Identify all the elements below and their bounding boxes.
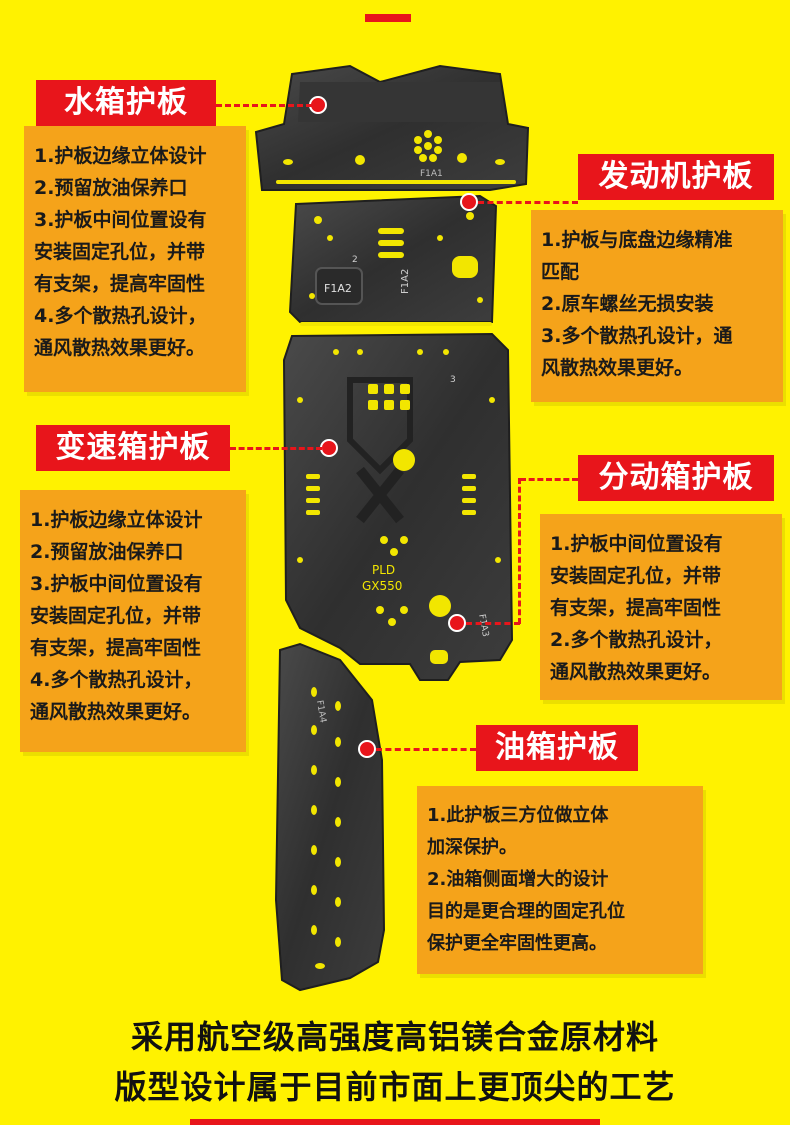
- feature-line: 1.护板边缘立体设计: [34, 145, 207, 167]
- plate2-number: 2: [352, 255, 358, 265]
- transfer-plate-title: 分动箱护板: [578, 455, 774, 501]
- feature-line: 风散热效果更好。: [541, 357, 694, 379]
- engine-plate: [288, 194, 498, 326]
- feature-line: 2.预留放油保养口: [30, 541, 184, 563]
- engine-marker-dot: [460, 193, 478, 211]
- feature-line: 3.护板中间位置设有: [30, 573, 203, 595]
- gearbox-connector: [230, 447, 322, 450]
- feature-line: 1.此护板三方位做立体: [427, 805, 609, 826]
- feature-line: 2.油箱侧面增大的设计: [427, 869, 609, 890]
- feature-line: 1.护板边缘立体设计: [30, 509, 203, 531]
- feature-line: 保护更全牢固性更高。: [427, 933, 607, 954]
- transfer-connector-v: [518, 478, 521, 624]
- gearbox-plate: [282, 332, 514, 681]
- engine-plate-features: 1.护板与底盘边缘精准 匹配 2.原车螺丝无损安装 3.多个散热孔设计，通 风散…: [531, 210, 783, 402]
- top-accent-bar: [365, 14, 411, 22]
- plate4-code: F1A4: [314, 699, 328, 723]
- feature-line: 加深保护。: [427, 837, 517, 858]
- feature-line: 3.多个散热孔设计，通: [541, 325, 733, 347]
- transfer-connector-h2: [466, 622, 520, 625]
- engine-plate-title: 发动机护板: [578, 154, 774, 200]
- feature-line: 2.原车螺丝无损安装: [541, 293, 714, 315]
- feature-line: 有支架，提高牢固性: [34, 273, 206, 295]
- plate3-model: GX550: [362, 579, 402, 593]
- plate2-code-a: F1A2: [324, 282, 352, 295]
- gearbox-plate-features: 1.护板边缘立体设计 2.预留放油保养口 3.护板中间位置设有 安装固定孔位，并…: [20, 490, 246, 752]
- fuel-tank-connector: [376, 748, 476, 751]
- feature-line: 4.多个散热孔设计，: [34, 305, 207, 327]
- radiator-plate: [254, 64, 530, 191]
- engine-connector: [478, 201, 578, 204]
- transfer-connector-h1: [520, 478, 578, 481]
- feature-line: 通风散热效果更好。: [30, 701, 202, 723]
- feature-line: 2.预留放油保养口: [34, 177, 188, 199]
- fuel-tank-marker-dot: [358, 740, 376, 758]
- radiator-plate-features: 1.护板边缘立体设计 2.预留放油保养口 3.护板中间位置设有 安装固定孔位，并…: [24, 126, 246, 392]
- radiator-connector: [216, 104, 312, 107]
- fuel-tank-plate-features: 1.此护板三方位做立体 加深保护。 2.油箱侧面增大的设计 目的是更合理的固定孔…: [417, 786, 703, 974]
- plate2-code-b: F1A2: [400, 269, 411, 294]
- transfer-marker-dot: [448, 614, 466, 632]
- gearbox-marker-dot: [320, 439, 338, 457]
- feature-line: 有支架，提高牢固性: [550, 597, 722, 619]
- feature-line: 安装固定孔位，并带: [550, 565, 722, 587]
- fuel-tank-plate-title: 油箱护板: [476, 725, 638, 771]
- plate3-number: 3: [450, 375, 456, 385]
- fuel-tank-plate: [274, 642, 386, 992]
- feature-line: 3.护板中间位置设有: [34, 209, 207, 231]
- feature-line: 有支架，提高牢固性: [30, 637, 202, 659]
- feature-line: 安装固定孔位，并带: [34, 241, 206, 263]
- feature-line: 1.护板与底盘边缘精准: [541, 229, 733, 251]
- feature-line: 1.护板中间位置设有: [550, 533, 723, 555]
- feature-line: 通风散热效果更好。: [34, 337, 206, 359]
- plate3-code: F1A3: [476, 613, 490, 637]
- footer-line-2: 版型设计属于目前市面上更顶尖的工艺: [114, 1068, 676, 1106]
- plate1-code: F1A1: [420, 169, 443, 179]
- footer-line-1: 采用航空级高强度高铝镁合金原材料: [130, 1018, 659, 1056]
- transfer-plate-features: 1.护板中间位置设有 安装固定孔位，并带 有支架，提高牢固性 2.多个散热孔设计…: [540, 514, 782, 700]
- feature-line: 匹配: [541, 261, 580, 283]
- feature-line: 安装固定孔位，并带: [30, 605, 202, 627]
- feature-line: 通风散热效果更好。: [550, 661, 722, 683]
- bottom-accent-bar: [190, 1119, 600, 1125]
- feature-line: 2.多个散热孔设计，: [550, 629, 723, 651]
- feature-line: 目的是更合理的固定孔位: [427, 901, 625, 922]
- plate3-brand: PLD: [372, 563, 395, 577]
- radiator-plate-title: 水箱护板: [36, 80, 216, 126]
- gearbox-plate-title: 变速箱护板: [36, 425, 230, 471]
- feature-line: 4.多个散热孔设计，: [30, 669, 203, 691]
